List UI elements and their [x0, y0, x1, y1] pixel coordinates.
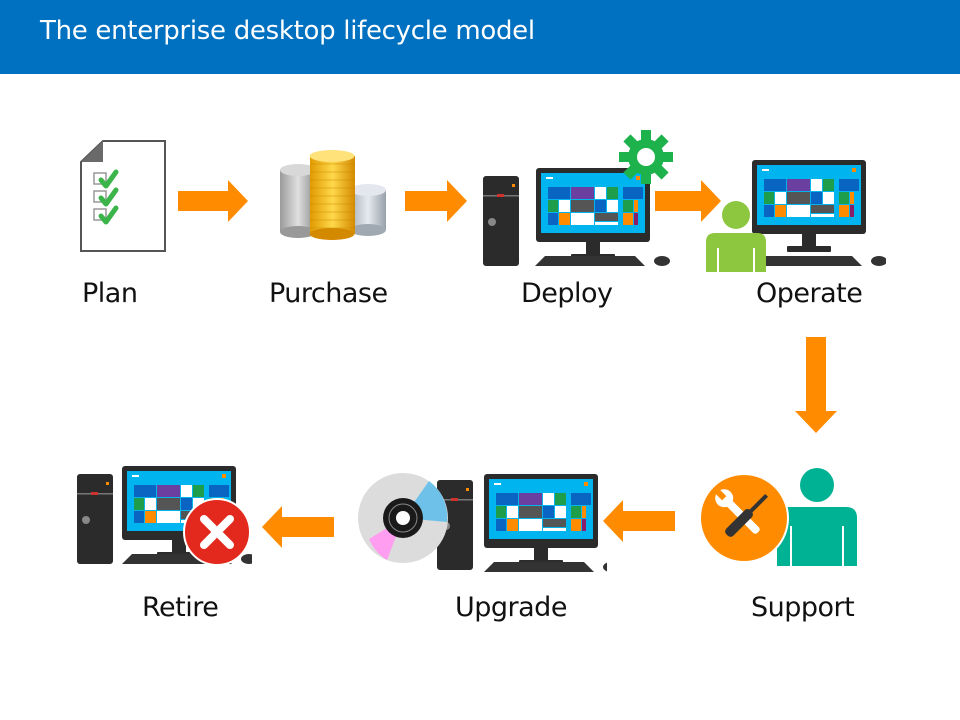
- checklist-icon: [80, 140, 166, 252]
- stage-label-purchase: Purchase: [269, 278, 388, 309]
- stage-label-retire: Retire: [142, 592, 219, 623]
- arrow-right-icon: [405, 180, 467, 222]
- arrow-right-icon: [655, 180, 721, 222]
- coins-icon: [280, 150, 390, 242]
- arrow-left-icon: [603, 500, 675, 542]
- arrow-down-icon: [795, 337, 837, 433]
- stage-label-upgrade: Upgrade: [455, 592, 567, 623]
- user-tools-icon: [699, 466, 858, 566]
- desktop-user-icon: [706, 158, 887, 272]
- stage-label-plan: Plan: [82, 278, 138, 309]
- arrow-left-icon: [262, 506, 334, 548]
- stage-label-support: Support: [751, 592, 855, 623]
- stage-label-operate: Operate: [756, 278, 863, 309]
- desktop-remove-icon: [77, 466, 257, 568]
- desktop-gear-icon: [483, 128, 678, 270]
- page-title: The enterprise desktop lifecycle model: [40, 16, 535, 46]
- stage-label-deploy: Deploy: [521, 278, 613, 309]
- desktop-disc-icon: [357, 472, 619, 572]
- arrow-right-icon: [178, 180, 248, 222]
- title-bar: The enterprise desktop lifecycle model: [0, 0, 960, 74]
